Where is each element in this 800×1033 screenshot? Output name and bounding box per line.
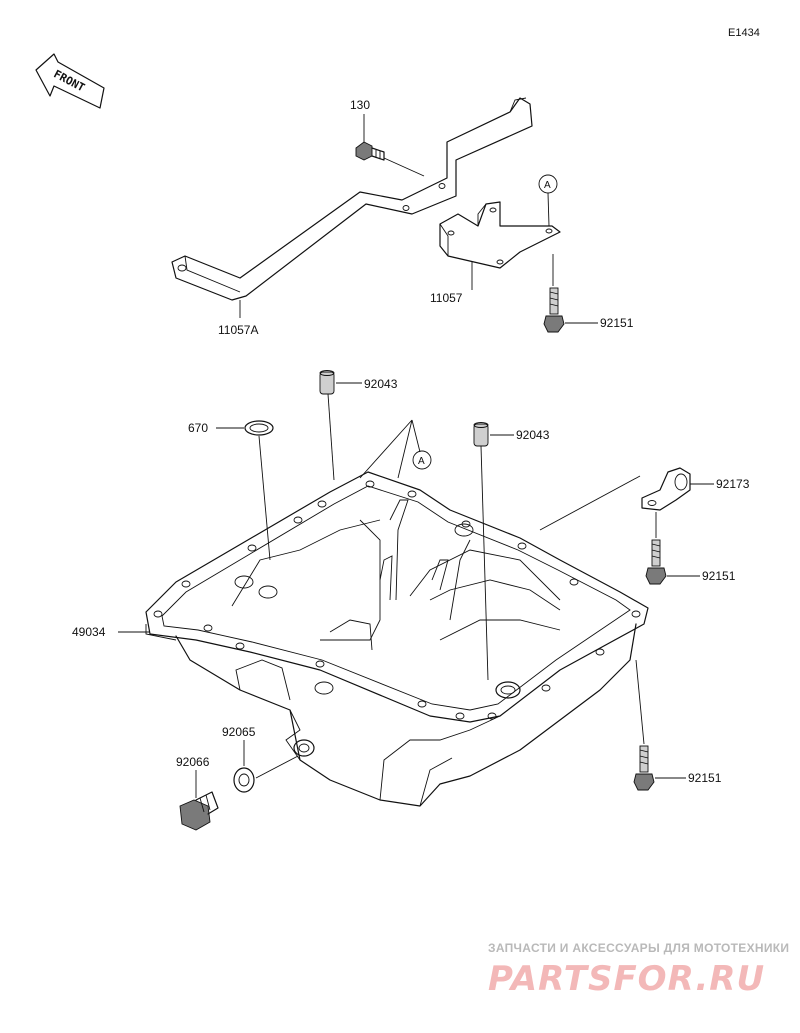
- bracket-short: [439, 201, 561, 269]
- label-49034: 49034: [72, 625, 106, 639]
- washer-92065: [233, 767, 255, 793]
- flange-bolt-bracket: [543, 287, 565, 333]
- label-92151-lower: 92151: [688, 771, 722, 785]
- drain-plug-92066: [179, 791, 219, 831]
- label-92066: 92066: [176, 755, 210, 769]
- bolt-130: [355, 141, 385, 161]
- callout-a-letter-pan: A: [418, 456, 425, 467]
- label-92151-bracket: 92151: [600, 316, 634, 330]
- label-92173: 92173: [716, 477, 750, 491]
- flange-bolt-lower: [633, 745, 655, 791]
- flange-bolt-right: [645, 539, 667, 585]
- diagram-code: E1434: [728, 27, 760, 39]
- label-11057: 11057: [430, 291, 463, 305]
- label-92043-right: 92043: [516, 428, 550, 442]
- bracket-long: [171, 97, 533, 301]
- dowel-pin-left: [319, 370, 335, 395]
- watermark-logo: PARTSFOR.RU: [488, 959, 765, 999]
- label-130: 130: [350, 98, 370, 112]
- label-92151-right: 92151: [702, 569, 736, 583]
- label-11057a: 11057A: [218, 323, 258, 337]
- oil-pan-49034: [145, 471, 649, 807]
- callout-a-letter: A: [544, 180, 551, 191]
- o-ring-670: [244, 420, 274, 436]
- label-92043-left: 92043: [364, 377, 398, 391]
- front-arrow-icon: FRONT: [35, 53, 105, 109]
- label-670: 670: [188, 421, 208, 435]
- front-label: FRONT: [52, 67, 88, 94]
- callout-a-circle-pan: [412, 450, 432, 470]
- dowel-pin-right: [473, 422, 489, 447]
- clamp-92173: [641, 467, 691, 511]
- label-92065: 92065: [222, 725, 256, 739]
- watermark-tagline: ЗАПЧАСТИ И АКСЕССУАРЫ ДЛЯ МОТОТЕХНИКИ: [488, 941, 789, 955]
